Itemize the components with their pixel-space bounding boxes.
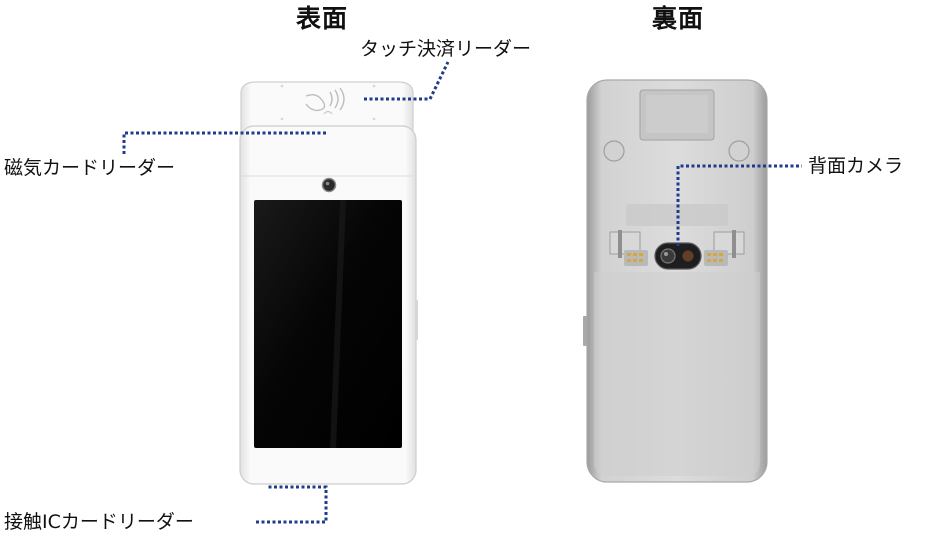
front-camera-lens: [321, 177, 337, 193]
front-heading: 表面: [296, 4, 349, 33]
back-pogo-contacts-right: [704, 250, 728, 266]
back-lower-panel: [594, 272, 760, 476]
back-left-bolt: [603, 140, 625, 162]
front-screen: [254, 200, 402, 448]
front-screw-dots: [280, 84, 376, 121]
back-top-bracket-inner: [646, 95, 708, 133]
leader-chip: [256, 485, 328, 524]
front-camera-glint: [325, 181, 330, 186]
front-screen-reflection: [330, 200, 346, 448]
back-flash-icon: [682, 250, 694, 262]
back-hinge-right: [713, 230, 745, 258]
back-heading: 裏面: [652, 4, 705, 33]
contactless-symbol-icon: [305, 87, 345, 112]
front-small-logo-icon: [323, 110, 333, 115]
front-device: [239, 81, 418, 485]
magstripe-reader-label: 磁気カードリーダー: [4, 157, 176, 179]
back-right-bolt: [728, 140, 750, 162]
back-side-button: [583, 316, 587, 346]
leader-contactless: [364, 61, 450, 101]
front-side-button: [415, 300, 418, 340]
rear-camera-label: 背面カメラ: [808, 155, 904, 177]
front-top-bump: [240, 81, 414, 135]
contactless-reader-label: タッチ決済リーダー: [360, 38, 532, 60]
chip-reader-label: 接触ICカードリーダー: [4, 511, 194, 533]
leader-lines: [122, 61, 802, 524]
back-device: [583, 79, 768, 483]
leader-magstripe: [122, 131, 327, 154]
leader-camera: [676, 164, 802, 246]
back-camera-glint: [664, 252, 668, 256]
back-label-recess: [626, 204, 728, 226]
back-hinge-left: [609, 230, 641, 258]
back-camera-lens: [660, 248, 676, 264]
back-pogo-contacts-left: [624, 250, 648, 266]
